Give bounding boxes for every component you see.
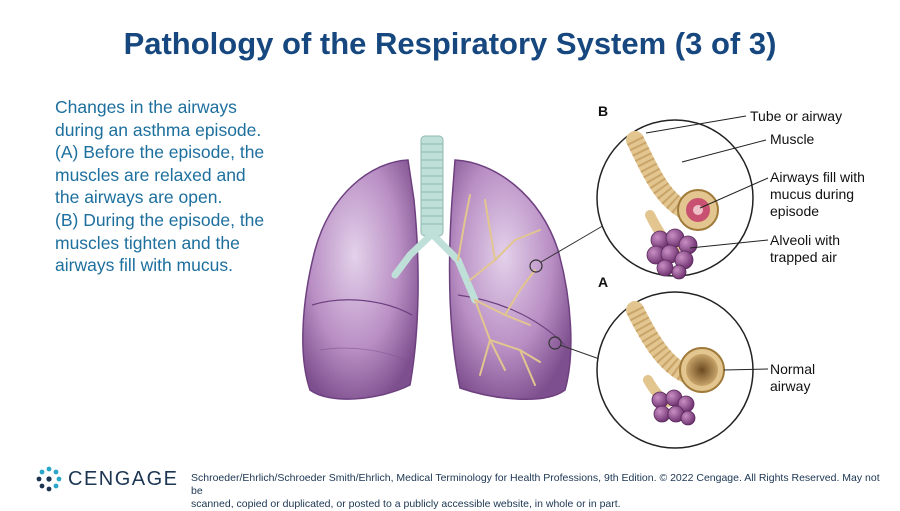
panel-b-magnified-airway: B — [596, 103, 754, 280]
body-line: muscles are relaxed and — [55, 164, 246, 185]
cengage-dots-icon — [36, 466, 62, 492]
body-line: airways fill with mucus. — [55, 255, 233, 276]
body-line: during an asthma episode. — [55, 119, 262, 140]
cengage-wordmark: CENGAGE — [68, 467, 179, 490]
body-line: the airways are open. — [55, 187, 223, 208]
body-text: Changes in the airways during an asthma … — [55, 96, 300, 277]
asthma-airway-illustration: B A Tube or airway Muscle Airways fill w… — [302, 103, 865, 449]
copyright-line-2: scanned, copied or duplicated, or posted… — [191, 498, 621, 510]
label-alveoli-line-2: trapped air — [770, 249, 837, 265]
label-normal-line-2: airway — [770, 378, 810, 394]
label-normal-line-1: Normal — [770, 361, 815, 377]
label-alveoli-line-1: Alveoli with — [770, 232, 840, 248]
body-line: muscles tighten and the — [55, 232, 240, 253]
panel-a-label: A — [598, 274, 608, 290]
body-line: Changes in the airways — [55, 97, 237, 117]
slide-title: Pathology of the Respiratory System (3 o… — [123, 26, 777, 61]
copyright-line-1: Schroeder/Ehrlich/Schroeder Smith/Ehrlic… — [191, 472, 880, 497]
panel-b-label: B — [598, 103, 608, 119]
label-mucus-line-3: episode — [770, 203, 819, 219]
panel-a-magnified-airway: A — [596, 274, 754, 449]
body-line: (A) Before the episode, the — [55, 142, 265, 163]
lungs-illustration — [302, 135, 609, 401]
label-muscle: Muscle — [770, 131, 815, 147]
label-mucus-line-1: Airways fill with — [770, 169, 865, 185]
copyright-notice: Schroeder/Ehrlich/Schroeder Smith/Ehrlic… — [191, 472, 891, 511]
label-mucus-line-2: mucus during — [770, 186, 854, 202]
label-tube-or-airway: Tube or airway — [750, 108, 842, 124]
cengage-logo: CENGAGE — [36, 466, 179, 492]
body-line: (B) During the episode, the — [55, 209, 265, 230]
